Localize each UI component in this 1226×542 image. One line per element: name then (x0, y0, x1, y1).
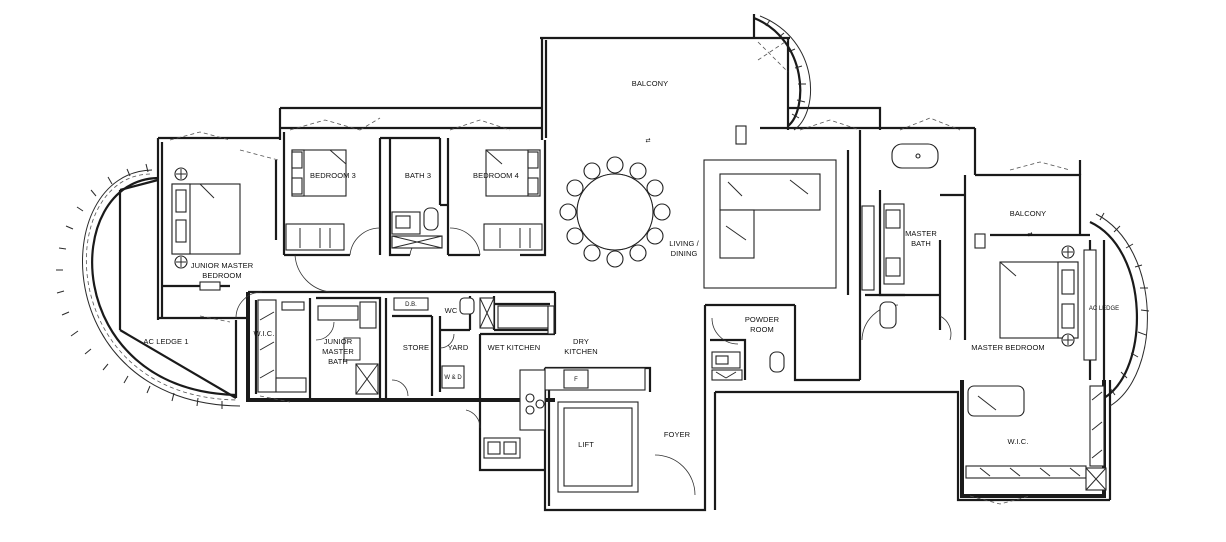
outer-walls (118, 14, 1112, 512)
label-balcony-right: BALCONY (1010, 209, 1047, 218)
label-dry-kitchen-2: KITCHEN (564, 347, 598, 356)
label-dry-kitchen-1: DRY (573, 337, 589, 346)
label-fridge: F (574, 377, 578, 383)
label-lift: LIFT (578, 440, 594, 449)
furniture (171, 125, 1107, 493)
label-junior-master-2: BEDROOM (202, 271, 241, 280)
label-bedroom-4: BEDROOM 4 (473, 171, 519, 180)
label-powder-room-1: POWDER (745, 315, 780, 324)
label-powder-room-2: ROOM (750, 325, 774, 334)
label-ac-ledge-right: AC LEDGE (1089, 306, 1119, 312)
label-wc: WC (445, 306, 458, 315)
ac-ledge-arcs (56, 15, 1150, 409)
label-master-bedroom: MASTER BEDROOM (971, 343, 1045, 352)
label-master-bath-2: BATH (911, 239, 931, 248)
label-store: STORE (403, 343, 429, 352)
label-foyer: FOYER (664, 430, 691, 439)
label-wd: W & D (444, 375, 462, 381)
label-jm-bath-1: JUNIOR (324, 337, 353, 346)
label-living-1: LIVING / (669, 239, 699, 248)
label-jm-bath-3: BATH (328, 357, 348, 366)
label-wic-right: W.I.C. (1007, 437, 1028, 446)
label-junior-master-1: JUNIOR MASTER (191, 261, 254, 270)
label-balcony-top: BALCONY (632, 79, 669, 88)
label-wet-kitchen: WET KITCHEN (488, 343, 541, 352)
label-living-2: DINING (671, 249, 698, 258)
label-db: D.B. (405, 302, 417, 308)
sliding-door-arrow-right: ⇄ (1027, 231, 1032, 238)
label-yard: YARD (448, 343, 469, 352)
label-bedroom-3: BEDROOM 3 (310, 171, 356, 180)
label-jm-bath-2: MASTER (322, 347, 354, 356)
interior-walls (162, 132, 965, 400)
window-dashes (169, 117, 1071, 505)
label-wic-left: W.I.C. (253, 329, 274, 338)
label-master-bath-1: MASTER (905, 229, 937, 238)
sliding-door-arrow: ⇄ (645, 137, 650, 144)
label-bath-3: BATH 3 (405, 171, 431, 180)
label-ac-ledge-1: AC LEDGE 1 (143, 337, 188, 346)
room-labels: BALCONY ⇄ BEDROOM 3 BATH 3 BEDROOM 4 LIV… (143, 79, 1119, 449)
